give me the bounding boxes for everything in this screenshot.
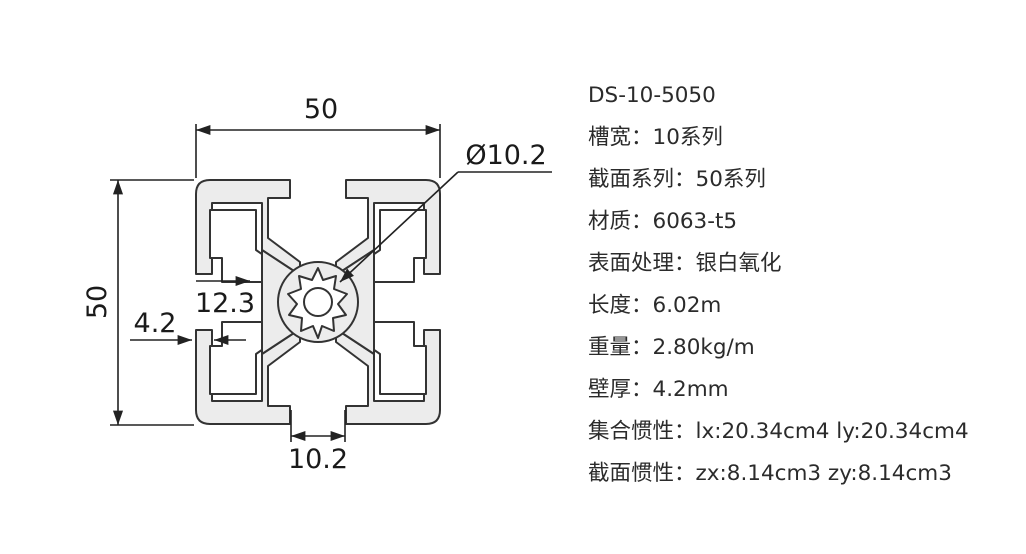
- dimension-width-label: 50: [304, 94, 338, 125]
- spec-model: DS-10-5050: [588, 80, 969, 122]
- spec-material: 材质：6063-t5: [588, 206, 969, 248]
- dimension-slot: [290, 410, 346, 442]
- profile-drawing: 50 50 Ø10.2 12.3 4.2 10.2: [82, 94, 552, 475]
- dimension-height-label: 50: [82, 285, 113, 319]
- spec-value: 10系列: [652, 125, 723, 150]
- spec-length: 长度：6.02m: [588, 290, 969, 332]
- dimension-diameter-leader: [339, 171, 552, 283]
- dimension-wall-label: 4.2: [134, 308, 177, 339]
- dimension-inner-depth-label: 12.3: [195, 288, 255, 319]
- dimension-slot-label: 10.2: [288, 444, 348, 475]
- spec-label: DS-10-5050: [588, 83, 716, 108]
- spec-value: lx:20.34cm4 ly:20.34cm4: [695, 419, 969, 444]
- dimension-width: [195, 124, 441, 178]
- spec-section-modulus: 截面惯性：zx:8.14cm3 zy:8.14cm3: [588, 458, 969, 500]
- spec-value: 4.2mm: [652, 377, 729, 402]
- spec-slot-width: 槽宽：10系列: [588, 122, 969, 164]
- spec-label: 长度：: [588, 293, 653, 318]
- spec-value: 6.02m: [652, 293, 722, 318]
- spec-label: 截面系列：: [588, 167, 696, 192]
- spec-label: 材质：: [588, 209, 653, 234]
- dimension-height: [110, 179, 194, 426]
- spec-value: 银白氧化: [695, 251, 782, 276]
- spec-moment-of-inertia: 集合惯性：lx:20.34cm4 ly:20.34cm4: [588, 416, 969, 458]
- spec-label: 表面处理：: [588, 251, 696, 276]
- spec-wall-thickness: 壁厚：4.2mm: [588, 374, 969, 416]
- spec-section-series: 截面系列：50系列: [588, 164, 969, 206]
- spec-label: 截面惯性：: [588, 461, 696, 486]
- spec-value: 2.80kg/m: [652, 335, 755, 360]
- spec-surface: 表面处理：银白氧化: [588, 248, 969, 290]
- spec-label: 集合惯性：: [588, 419, 696, 444]
- spec-label: 重量：: [588, 335, 653, 360]
- spec-list: DS-10-5050 槽宽：10系列 截面系列：50系列 材质：6063-t5 …: [588, 80, 969, 500]
- spec-value: 6063-t5: [652, 209, 738, 234]
- dimension-diameter-label: Ø10.2: [465, 140, 546, 171]
- spec-value: zx:8.14cm3 zy:8.14cm3: [695, 461, 952, 486]
- spec-label: 槽宽：: [588, 125, 653, 150]
- spec-value: 50系列: [695, 167, 766, 192]
- spec-weight: 重量：2.80kg/m: [588, 332, 969, 374]
- spec-label: 壁厚：: [588, 377, 653, 402]
